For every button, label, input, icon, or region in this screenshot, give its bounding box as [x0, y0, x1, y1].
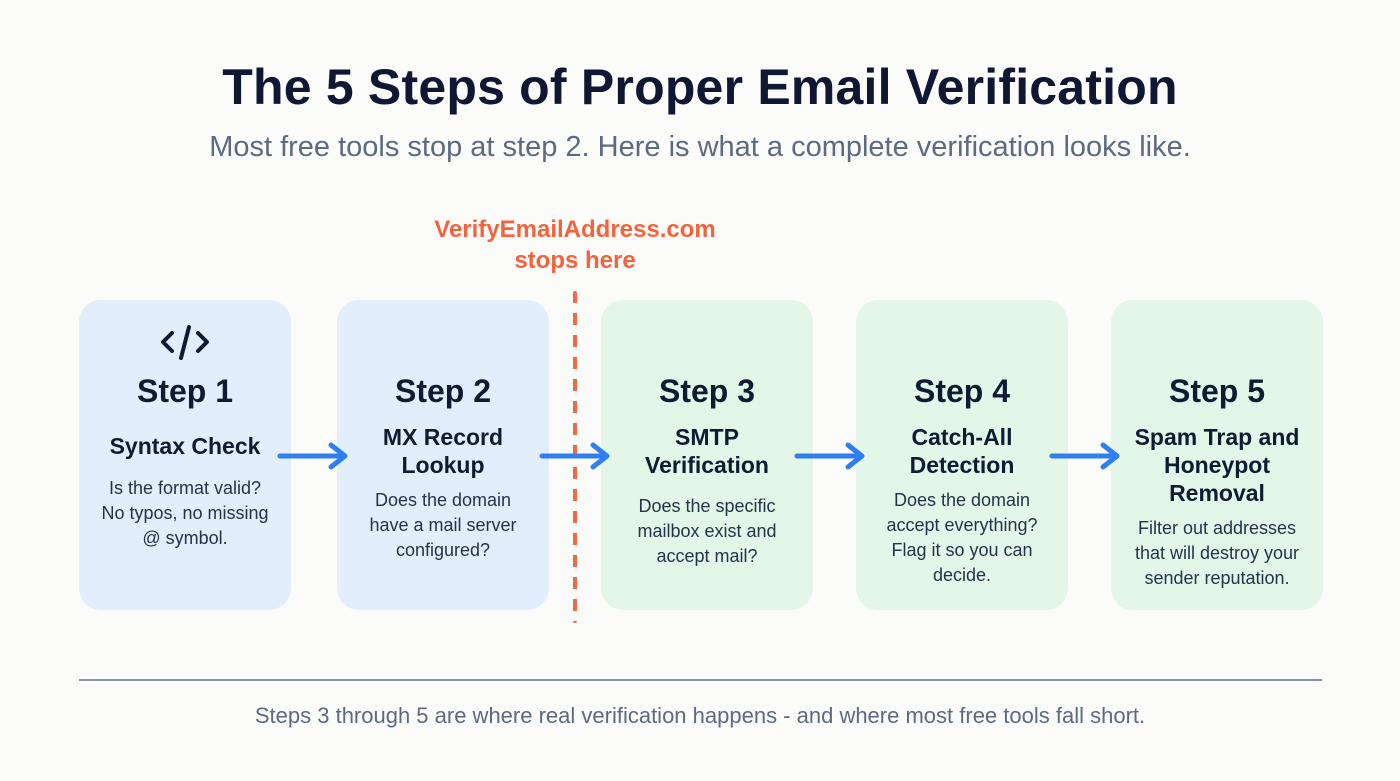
step-name-line: Spam Trap and — [1134, 424, 1300, 450]
desc-line: configured? — [395, 540, 491, 560]
step-name: Catch-All Detection — [866, 423, 1058, 479]
desc-line: accept mail? — [656, 546, 758, 566]
step-card-5: Step 5 Spam Trap and Honeypot Removal Fi… — [1111, 300, 1323, 610]
step-name-line: Syntax Check — [109, 433, 261, 459]
page-subtitle: Most free tools stop at step 2. Here is … — [209, 131, 1191, 163]
step-card-2: Step 2 MX Record Lookup Does the domain … — [337, 300, 549, 610]
desc-line: @ symbol. — [142, 528, 228, 548]
desc-line: No typos, no missing — [101, 503, 269, 523]
callout-line-1: VerifyEmailAddress.com — [434, 216, 716, 243]
desc-line: Is the format valid? — [108, 478, 262, 498]
step-label: Step 4 — [913, 373, 1011, 409]
step-description: Does the domain have a mail server confi… — [347, 488, 539, 563]
step-name-line: Removal — [1169, 480, 1265, 506]
step-description: Filter out addresses that will destroy y… — [1121, 516, 1313, 591]
desc-line: mailbox exist and — [637, 521, 777, 541]
arrow-right-icon — [1049, 442, 1120, 470]
step-name: Syntax Check — [89, 432, 281, 460]
step-description: Does the domain accept everything? Flag … — [866, 488, 1058, 588]
arrow-right-icon — [794, 442, 865, 470]
footer-note: Steps 3 through 5 are where real verific… — [254, 703, 1146, 728]
step-name-line: Honeypot — [1163, 452, 1271, 478]
step-description: Is the format valid? No typos, no missin… — [89, 476, 281, 551]
step-name-line: Catch-All — [911, 424, 1013, 450]
step-name: Spam Trap and Honeypot Removal — [1121, 423, 1313, 507]
desc-line: decide. — [932, 565, 992, 585]
step-name-line: Lookup — [401, 452, 485, 478]
footer-divider — [79, 679, 1322, 681]
step-card-3: Step 3 SMTP Verification Does the specif… — [601, 300, 813, 610]
step-name-line: SMTP — [675, 424, 739, 450]
desc-line: accept everything? — [886, 515, 1038, 535]
stops-here-callout: VerifyEmailAddress.com stops here — [375, 214, 775, 276]
page-title: The 5 Steps of Proper Email Verification — [222, 59, 1178, 115]
step-name-line: MX Record — [382, 424, 504, 450]
arrow-right-icon — [539, 442, 610, 470]
step-name: MX Record Lookup — [347, 423, 539, 479]
desc-line: Filter out addresses — [1137, 518, 1297, 538]
step-name-line: Verification — [645, 452, 769, 478]
desc-line: that will destroy your — [1134, 543, 1300, 563]
step-name-line: Detection — [909, 452, 1015, 478]
desc-line: Flag it so you can — [891, 540, 1033, 560]
callout-line-2: stops here — [514, 247, 636, 274]
desc-line: sender reputation. — [1144, 568, 1290, 588]
step-label: Step 2 — [394, 373, 492, 409]
step-label: Step 3 — [658, 373, 756, 409]
code-icon — [79, 322, 291, 362]
desc-line: Does the domain — [374, 490, 512, 510]
arrow-right-icon — [277, 442, 348, 470]
step-label: Step 1 — [136, 373, 234, 409]
desc-line: have a mail server — [369, 515, 517, 535]
step-card-1: Step 1 Syntax Check Is the format valid?… — [79, 300, 291, 610]
step-card-4: Step 4 Catch-All Detection Does the doma… — [856, 300, 1068, 610]
step-name: SMTP Verification — [611, 423, 803, 479]
step-label: Step 5 — [1168, 373, 1266, 409]
step-description: Does the specific mailbox exist and acce… — [611, 494, 803, 569]
desc-line: Does the domain — [893, 490, 1031, 510]
desc-line: Does the specific — [638, 496, 776, 516]
